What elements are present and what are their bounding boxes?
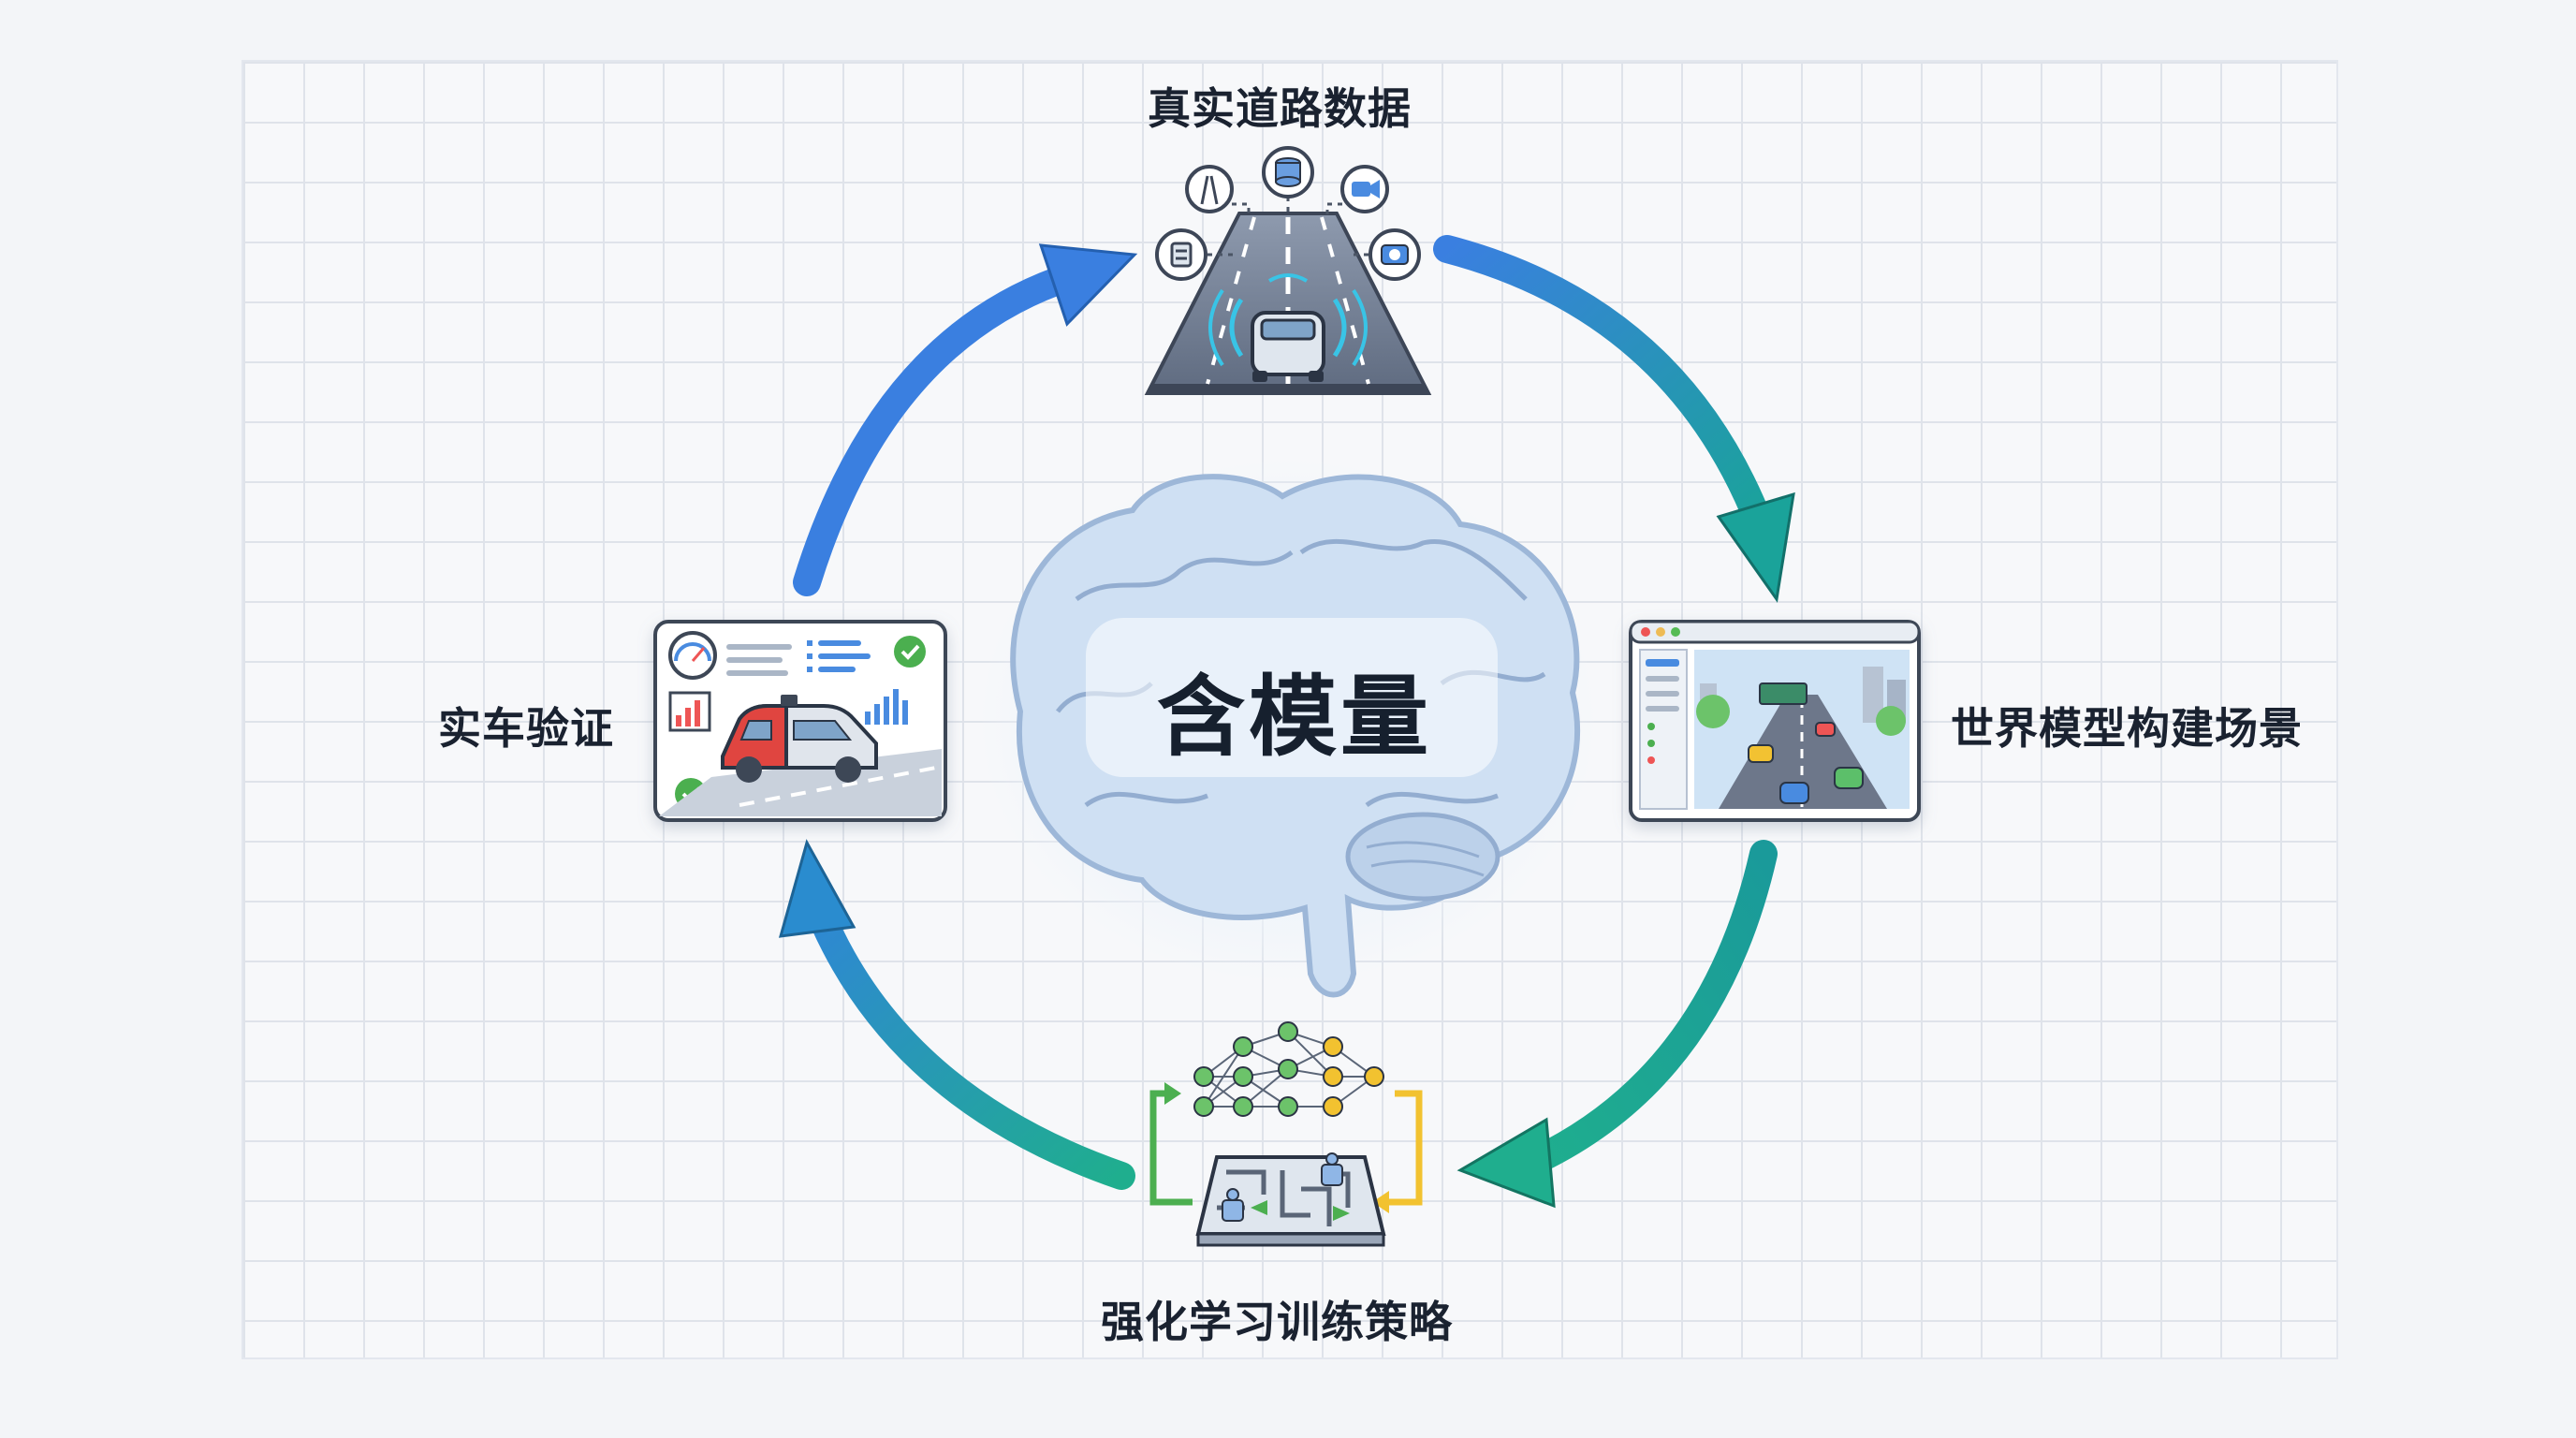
robot-icon (1321, 1152, 1343, 1186)
check-icon (894, 636, 926, 668)
vehicle-validation-panel (653, 620, 947, 822)
center-title: 含模量 (1157, 667, 1433, 769)
camera-icon (1368, 228, 1421, 281)
traffic-sensor-icon (1155, 228, 1208, 281)
stage-label-real-road-data: 真实道路数据 (1148, 83, 1412, 134)
brain-illustration (979, 459, 1597, 998)
video-camera-icon (1340, 165, 1389, 213)
arrow-bottom-to-left (778, 839, 1135, 1190)
stage-label-world-model-scene: 世界模型构建场景 (1951, 703, 2303, 754)
arrow-right-to-bottom (1456, 840, 1778, 1209)
arrow-top-to-right (1433, 235, 1795, 603)
robot-icon (1222, 1188, 1244, 1222)
test-vehicle-icon (721, 695, 878, 783)
road-data-illustration (1144, 146, 1432, 395)
stage-label-rl-training: 强化学习训练策略 (1101, 1297, 1453, 1347)
road-icon (1185, 165, 1234, 213)
world-model-window (1629, 620, 1921, 822)
speedometer-icon (668, 631, 717, 680)
arrow-left-to-top (793, 243, 1138, 596)
database-icon (1262, 146, 1314, 198)
bar-chart-icon (668, 691, 711, 732)
rl-training-illustration (1149, 1021, 1423, 1247)
stage-label-vehicle-validation: 实车验证 (438, 703, 614, 754)
